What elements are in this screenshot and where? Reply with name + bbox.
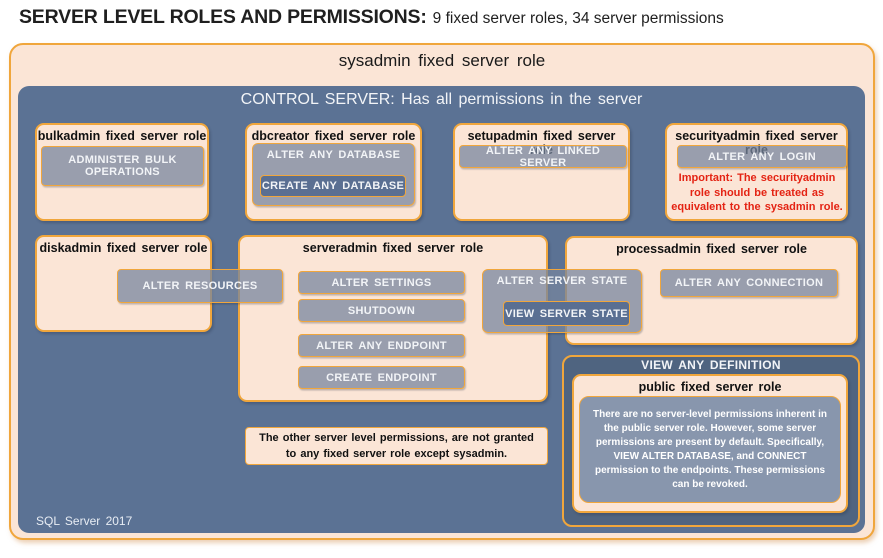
page-title-main: SERVER LEVEL ROLES AND PERMISSIONS: [19, 6, 427, 28]
control-server-title: CONTROL SERVER: Has all permissions in t… [240, 91, 643, 108]
role-box-setupadmin: setupadmin fixed server role [453, 123, 630, 221]
permission-administer-bulk-operations: ADMINISTER BULK OPERATIONS [41, 146, 204, 186]
permission-shutdown: SHUTDOWN [298, 299, 465, 322]
permission-view-server-state: VIEW SERVER STATE [503, 301, 630, 326]
role-title-diskadmin: diskadmin fixed server role [39, 241, 208, 255]
permission-create-endpoint: CREATE ENDPOINT [298, 366, 465, 389]
role-title-serveradmin: serveradmin fixed server role [302, 241, 484, 255]
permission-create-any-database: CREATE ANY DATABASE [260, 175, 406, 197]
permission-view-any-definition-label: VIEW ANY DEFINITION [641, 358, 781, 372]
permission-alter-any-connection: ALTER ANY CONNECTION [660, 269, 838, 297]
role-title-public: public fixed server role [638, 380, 782, 394]
permission-alter-any-login: ALTER ANY LOGIN [677, 145, 847, 168]
permission-alter-server-state-label: ALTER SERVER STATE [496, 275, 628, 287]
role-box-securityadmin: securityadmin fixed server role [665, 123, 848, 221]
permission-alter-resources: ALTER RESOURCES [117, 269, 283, 303]
sysadmin-role-title: sysadmin fixed server role [338, 51, 546, 70]
permission-alter-any-endpoint: ALTER ANY ENDPOINT [298, 334, 465, 357]
permission-alter-settings: ALTER SETTINGS [298, 271, 465, 294]
sql-server-version-label: SQL Server 2017 [36, 514, 133, 528]
footnote-box: The other server level permissions, are … [245, 427, 548, 465]
permission-alter-any-database-label: ALTER ANY DATABASE [266, 149, 401, 161]
role-title-dbcreator: dbcreator fixed server role [251, 129, 416, 143]
public-role-note: There are no server-level permissions in… [579, 396, 841, 503]
role-title-processadmin: processadmin fixed server role [616, 242, 807, 256]
role-title-bulkadmin: bulkadmin fixed server role [37, 129, 207, 143]
permission-alter-any-linked-server: ALTER ANY LINKED SERVER [459, 145, 627, 169]
securityadmin-warning-note: Important: The securityadmin role should… [671, 172, 843, 213]
page-title-subtitle: 9 fixed server roles, 34 server permissi… [432, 10, 724, 27]
page-title: SERVER LEVEL ROLES AND PERMISSIONS: 9 fix… [19, 6, 869, 36]
